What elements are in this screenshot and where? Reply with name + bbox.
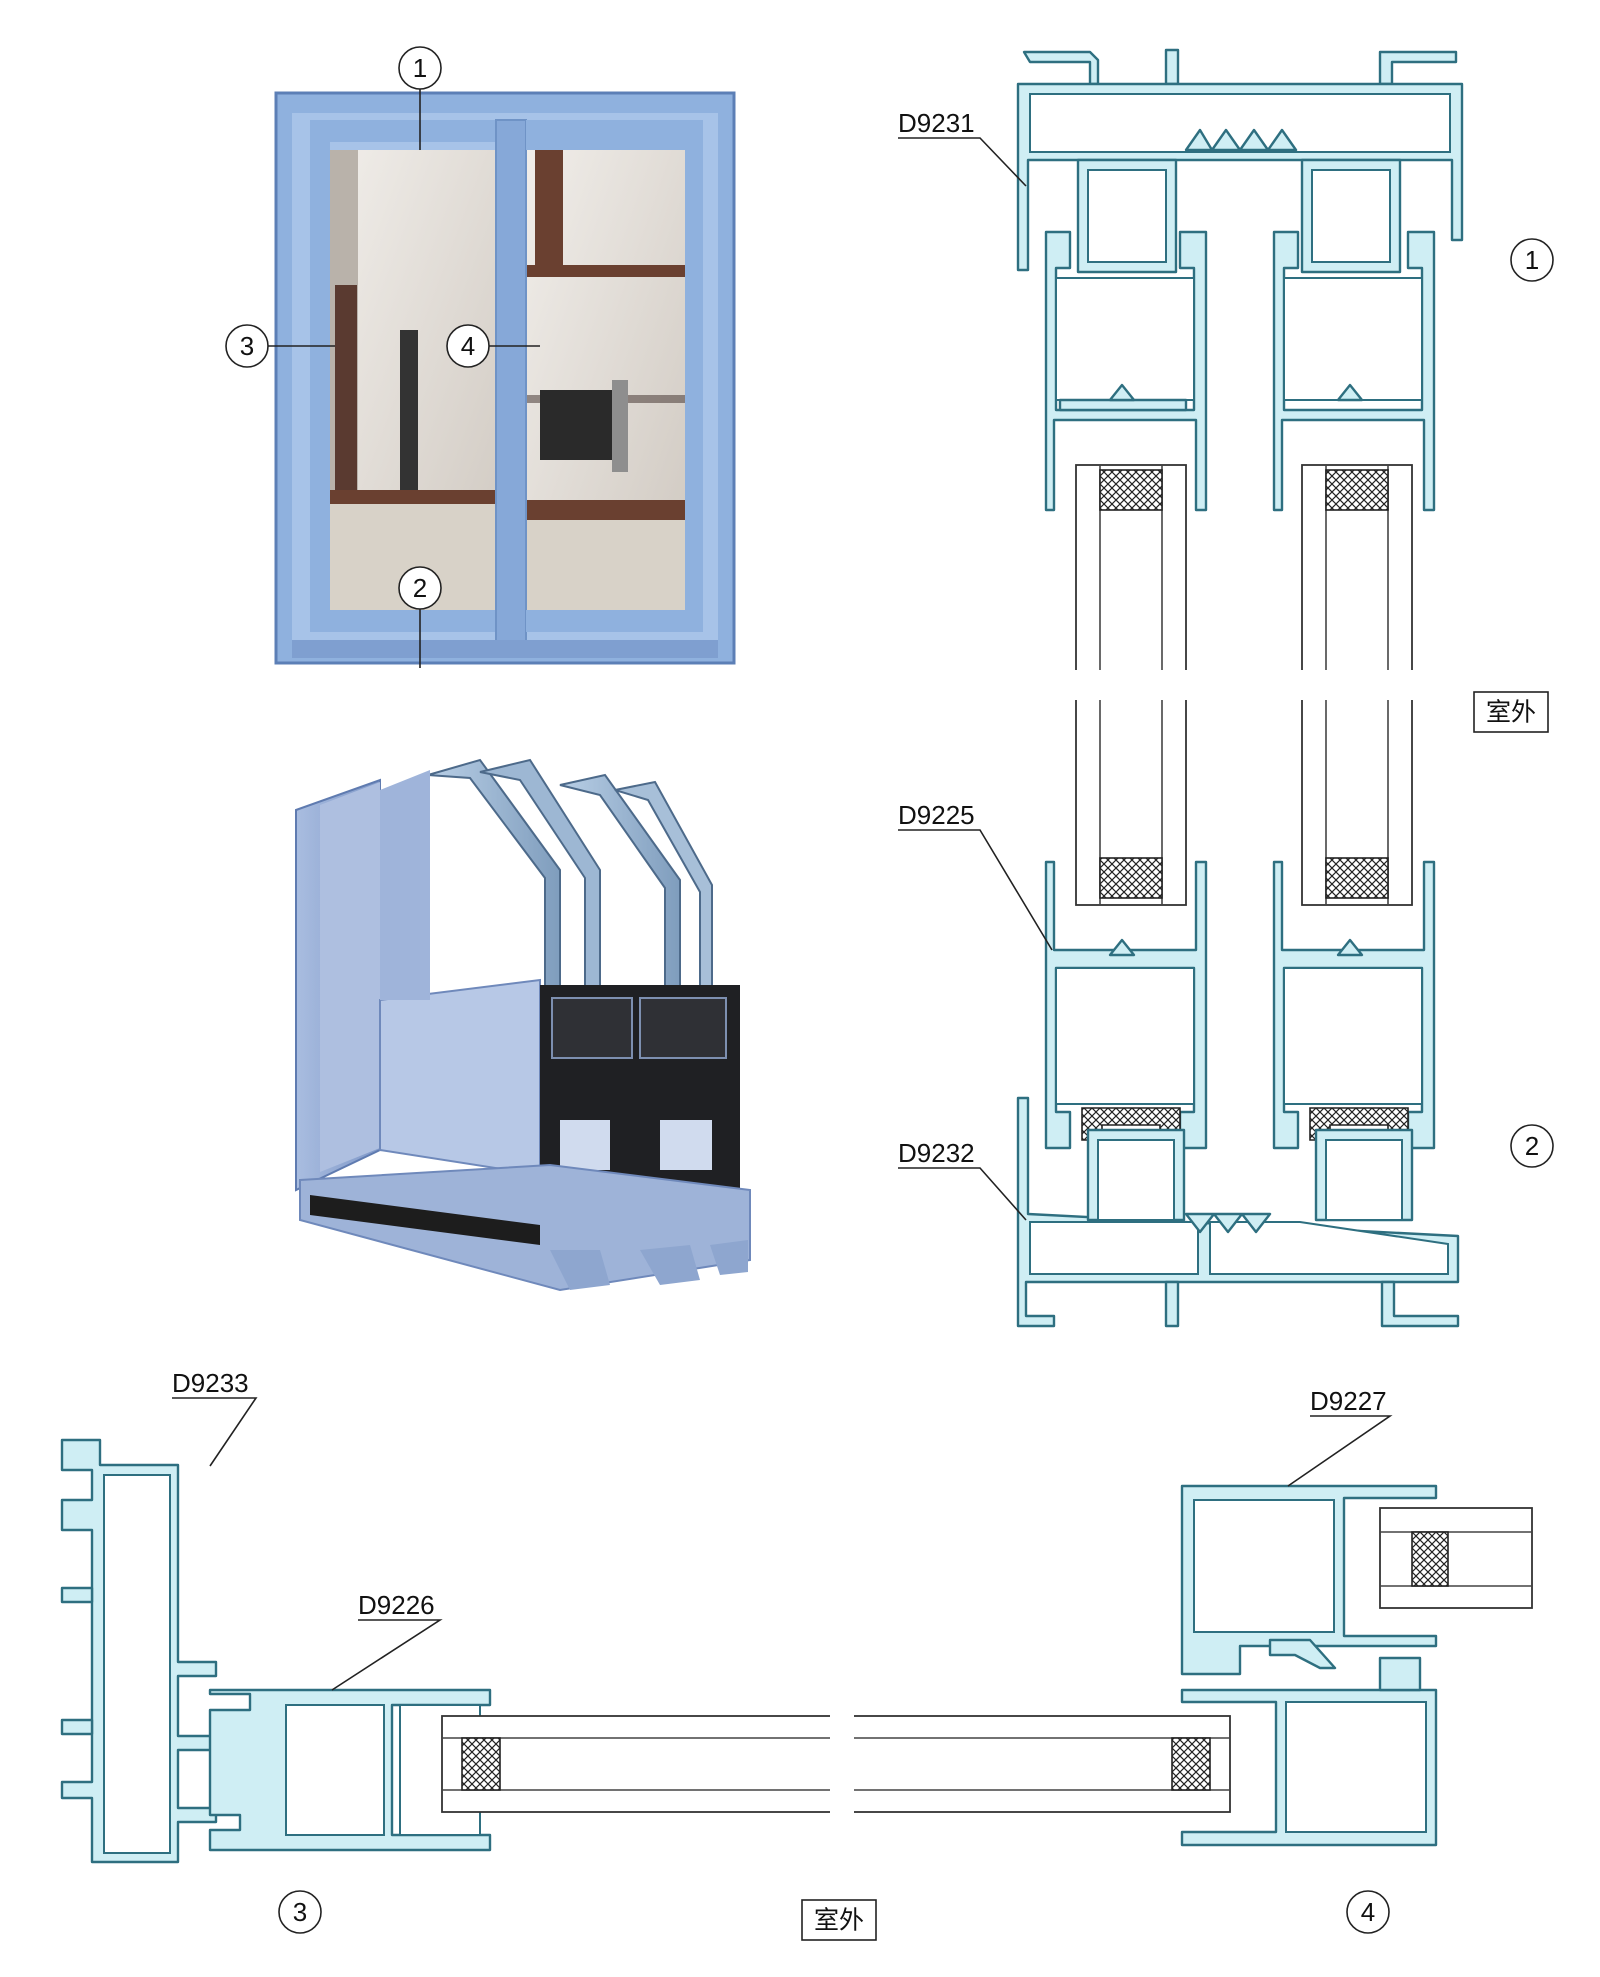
callout-2-photo: 2 [398,566,442,610]
callout-1-section: 1 [1510,238,1554,282]
vertical-section-drawing: D9231 D9225 D9232 1 2 室外 [898,48,1554,1328]
label-d9232: D9232 [898,1138,975,1168]
label-d9227: D9227 [1310,1386,1387,1416]
svg-text:4: 4 [461,331,475,361]
svg-text:1: 1 [1525,245,1539,275]
svg-text:3: 3 [240,331,254,361]
callout-4-photo: 4 [446,324,490,368]
outdoor-label-bottom: 室外 [801,1899,877,1941]
label-d9226: D9226 [358,1590,435,1620]
svg-text:3: 3 [293,1897,307,1927]
glass-unit-right [1290,464,1426,906]
svg-text:2: 2 [1525,1131,1539,1161]
svg-text:4: 4 [1361,1897,1375,1927]
svg-text:室外: 室外 [814,1906,864,1935]
callout-4-section: 4 [1346,1890,1390,1934]
callout-3-section: 3 [278,1890,322,1934]
svg-text:室外: 室外 [1486,698,1536,727]
window-photo: 1 2 3 4 [225,46,736,668]
svg-text:1: 1 [413,53,427,83]
glass-unit-horizontal [441,1700,1231,1830]
label-d9233: D9233 [172,1368,249,1398]
svg-text:2: 2 [413,573,427,603]
profile-section-render [295,758,751,1292]
glass-unit-left [1064,464,1200,906]
label-d9231: D9231 [898,108,975,138]
label-d9225: D9225 [898,800,975,830]
outdoor-label-top: 室外 [1473,691,1549,733]
callout-3-photo: 3 [225,324,269,368]
callout-2-section: 2 [1510,1124,1554,1168]
horizontal-section-drawing: D9233 D9226 D9227 3 4 室外 [60,1368,1533,1941]
callout-1-photo: 1 [398,46,442,90]
